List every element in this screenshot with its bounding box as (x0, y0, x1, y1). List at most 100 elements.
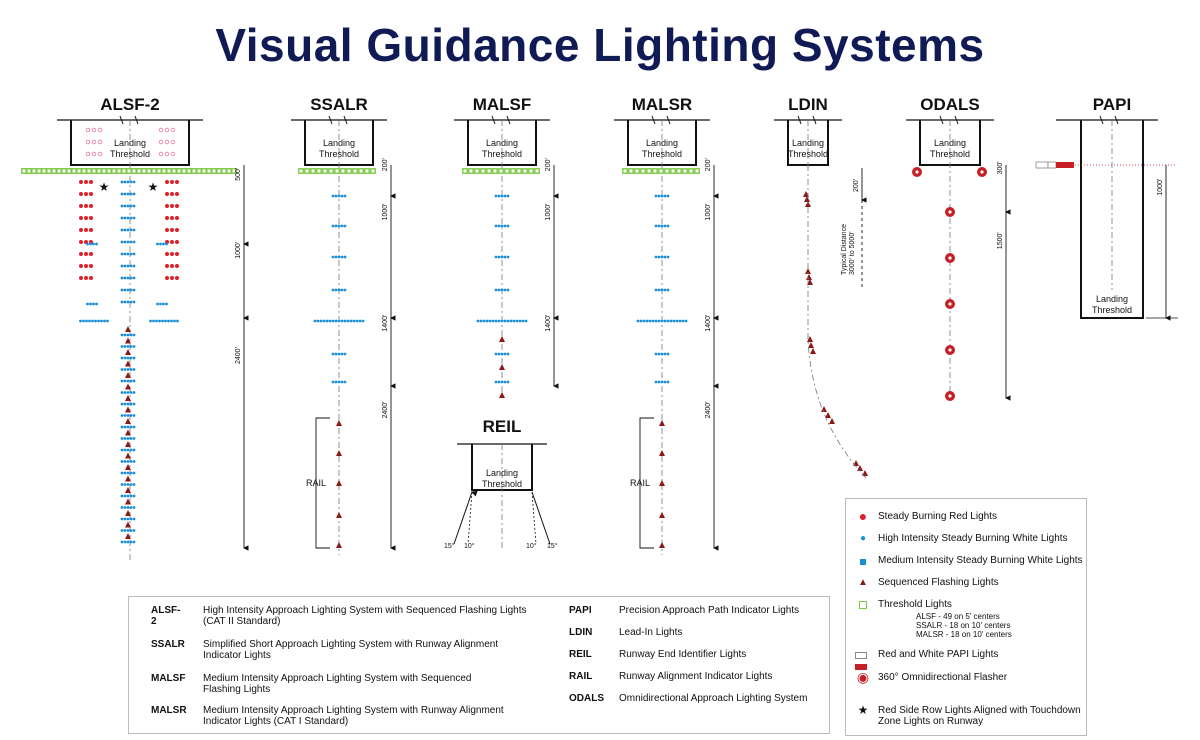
white-light (97, 319, 100, 323)
white-light (500, 255, 504, 259)
white-light (82, 319, 85, 323)
runway-thresholds: LandingThresholdLandingThresholdLandingT… (57, 115, 1176, 560)
white-light (654, 319, 658, 323)
white-light (129, 402, 133, 406)
white-light (132, 425, 136, 429)
white-light (126, 425, 130, 429)
white-light (506, 380, 510, 384)
white-light (123, 448, 127, 452)
red-light (165, 276, 169, 280)
white-light (129, 540, 133, 544)
white-light (340, 319, 344, 323)
sequenced-flasher (336, 512, 342, 518)
break-mark (939, 115, 959, 125)
threshold-light (121, 168, 127, 174)
sequenced-flasher (125, 429, 131, 436)
threshold-label: Landing (934, 138, 966, 148)
red-light (84, 252, 88, 256)
red-light (165, 192, 169, 196)
glossary-abbr: PAPI (569, 605, 592, 616)
white-light (129, 368, 133, 371)
white-light (488, 319, 492, 323)
white-light (657, 288, 661, 292)
white-light (94, 319, 97, 323)
white-light (132, 471, 136, 475)
white-light (89, 302, 92, 306)
white-light (120, 204, 124, 208)
white-light (132, 264, 136, 268)
white-light (126, 345, 130, 348)
white-light (129, 276, 133, 280)
white-light (126, 288, 130, 292)
white-light (515, 319, 519, 323)
white-light (639, 319, 643, 323)
threshold-light (126, 168, 132, 174)
white-light (660, 380, 664, 384)
white-light (89, 242, 92, 246)
threshold-light (358, 168, 364, 174)
white-light (132, 540, 136, 544)
legend-label: Sequenced Flashing Lights (878, 577, 999, 588)
white-light (162, 242, 165, 246)
white-light (663, 224, 667, 228)
distance-label: 1500' (997, 232, 1004, 249)
sequenced-flasher (125, 521, 131, 528)
white-light (337, 380, 341, 384)
threshold-light (191, 168, 197, 174)
white-light (322, 319, 326, 323)
omni-flasher-center (980, 170, 984, 174)
white-light (678, 319, 682, 323)
white-light (129, 506, 133, 509)
threshold-light (504, 168, 510, 174)
white-light (126, 460, 130, 463)
white-light (126, 216, 130, 220)
white-light (313, 319, 317, 323)
red-light (170, 276, 174, 280)
white-light (155, 319, 158, 323)
flasher-icon: ◉ (856, 669, 870, 685)
papi-red-light (1064, 162, 1074, 168)
threshold-light (670, 168, 676, 174)
sequenced-flasher (825, 412, 831, 418)
threshold-light (480, 168, 486, 174)
white-light (334, 288, 338, 292)
white-light (340, 288, 344, 292)
threshold-label: Threshold (930, 149, 970, 159)
distance-label: 1000' (1157, 179, 1164, 196)
white-light (660, 194, 664, 198)
white-light (132, 368, 136, 371)
sequenced-flasher (336, 542, 342, 548)
white-light (126, 529, 130, 532)
label-malsr: MALSR (632, 95, 692, 114)
white-light (123, 506, 127, 509)
white-light (352, 319, 356, 323)
white-light (343, 380, 347, 384)
white-light (120, 471, 124, 475)
red-light (165, 180, 169, 184)
red-light (84, 180, 88, 184)
threshold-light (622, 168, 628, 174)
white-light (503, 194, 507, 198)
white-light (657, 319, 661, 323)
white-light (129, 471, 133, 475)
distance-label: 1000' (382, 203, 389, 220)
white-light (132, 379, 136, 383)
white-light (123, 276, 127, 280)
threshold-light (116, 168, 122, 174)
white-light (164, 319, 167, 323)
glossary-abbr: MALSR (151, 705, 187, 716)
white-light (129, 460, 133, 463)
threshold-light (91, 168, 97, 174)
touchdown-light (91, 151, 97, 157)
white-light (636, 319, 640, 323)
threshold-light (161, 168, 167, 174)
threshold-light (664, 168, 670, 174)
red-light (170, 240, 174, 244)
white-light (506, 352, 510, 356)
white-light (132, 216, 136, 220)
white-light (123, 379, 127, 383)
red-light (175, 264, 179, 268)
white-light (506, 194, 510, 198)
distance-label: 300' (997, 161, 1004, 174)
